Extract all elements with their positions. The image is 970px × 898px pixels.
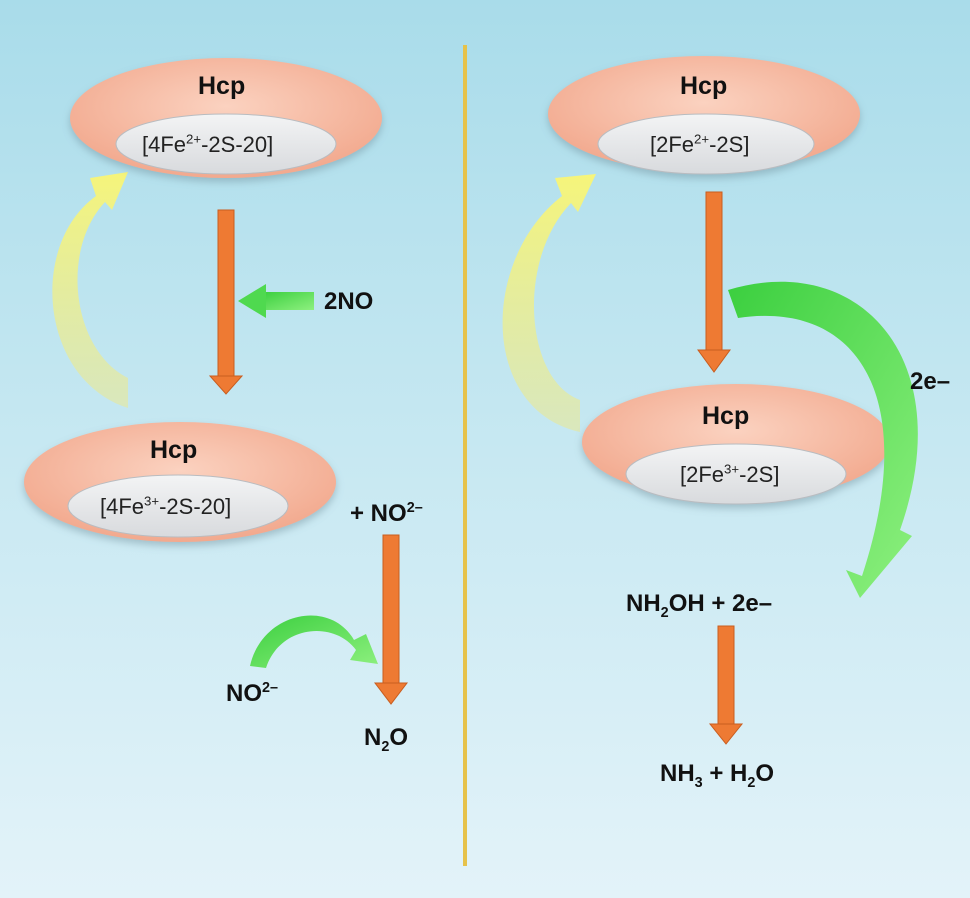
right-top-complex	[548, 56, 860, 175]
left-bottom-complex	[24, 422, 336, 542]
left-bottom-hcp-label: Hcp	[150, 436, 198, 464]
right-products-label: NH3 + H2O	[660, 760, 775, 791]
right-top-hcp-label: Hcp	[680, 72, 728, 100]
left-side-nitrite-label: NO2–	[226, 680, 279, 707]
right-top-disc	[597, 113, 815, 175]
right-bottom-cluster-label: [2Fe3+-2S]	[680, 461, 780, 487]
left-top-disc	[115, 113, 337, 175]
left-product-arrow	[373, 534, 409, 705]
left-bottom-cluster-label: [4Fe3+-2S-20]	[100, 493, 232, 519]
right-electrons-label: 2e–	[910, 368, 951, 395]
right-bottom-disc	[625, 443, 847, 505]
left-return-arrow	[52, 172, 128, 408]
right-electron-arrow	[728, 281, 918, 598]
right-top-cluster-label: [2Fe2+-2S]	[650, 131, 750, 157]
right-bottom-hcp-label: Hcp	[702, 402, 750, 430]
left-no-arrow	[238, 284, 314, 318]
left-top-complex	[70, 58, 382, 178]
right-reaction-arrow	[697, 191, 731, 373]
left-top-hcp-label: Hcp	[198, 72, 246, 100]
right-bottom-complex	[582, 384, 890, 505]
left-top-cluster-label: [4Fe2+-2S-20]	[142, 131, 274, 157]
left-reactant-label: 2NO	[324, 288, 374, 315]
right-product-arrow	[708, 625, 744, 745]
left-product-label: N2O	[364, 724, 409, 755]
left-plus-nitrite-label: + NO2–	[350, 500, 423, 527]
left-reaction-arrow	[208, 209, 244, 395]
right-hydroxylamine-label: NH2OH + 2e–	[626, 590, 773, 621]
right-return-arrow	[502, 174, 596, 432]
left-nitrite-curve-arrow	[250, 615, 378, 668]
left-bottom-disc	[67, 474, 289, 538]
